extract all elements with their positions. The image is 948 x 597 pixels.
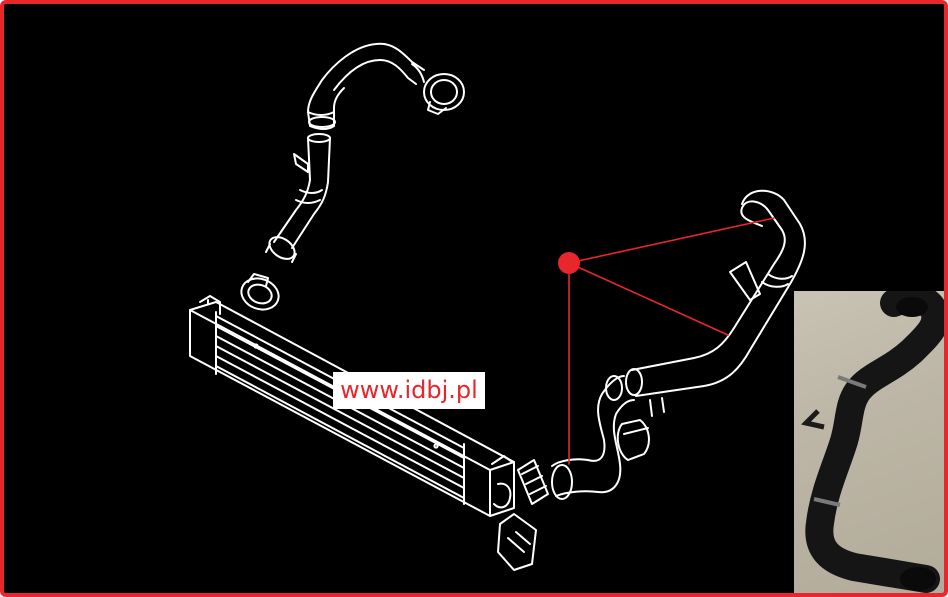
upper-clamp <box>411 63 465 115</box>
hose-photo <box>794 291 944 593</box>
upper-hose <box>307 42 425 130</box>
callout-leaders <box>568 217 775 465</box>
lower-hose <box>551 375 635 500</box>
red-dot-icon <box>558 252 580 274</box>
left-clamp <box>240 273 280 311</box>
middle-pipe <box>265 133 331 263</box>
hose-photo-drawing <box>801 291 944 593</box>
intercooler <box>189 295 537 571</box>
outlet-clamps <box>517 419 650 505</box>
right-pipe <box>625 189 806 417</box>
watermark-url: www.idbj.pl <box>333 372 485 409</box>
